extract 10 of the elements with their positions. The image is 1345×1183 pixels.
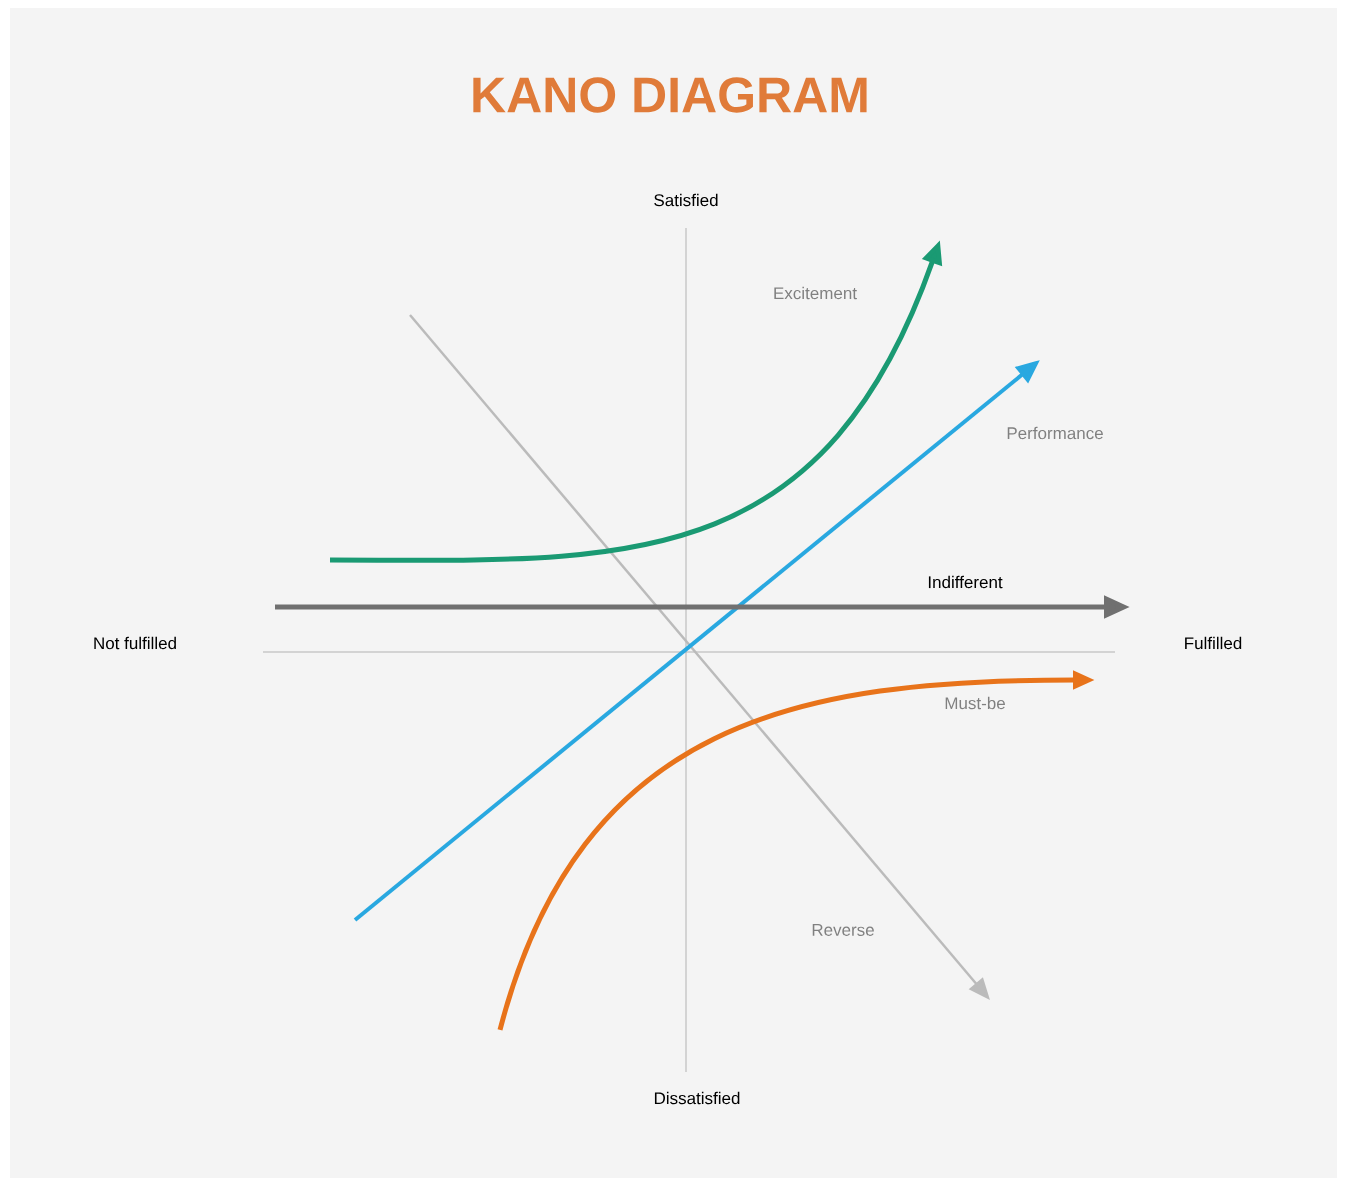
- curve-label: Indifferent: [928, 575, 1003, 589]
- curve-label: Must-be: [945, 696, 1005, 710]
- axis-label: Not fulfilled: [94, 636, 176, 650]
- title: KANO DIAGRAM: [473, 77, 867, 113]
- curve-label: Reverse: [812, 924, 874, 936]
- axis-label: Satisfied: [654, 193, 718, 207]
- axis-label: Fulfilled: [1185, 636, 1242, 650]
- curve-label: Performance: [1007, 426, 1103, 440]
- axis-label: Dissatisfied: [654, 1091, 740, 1105]
- curve-label: Excitement: [774, 286, 857, 300]
